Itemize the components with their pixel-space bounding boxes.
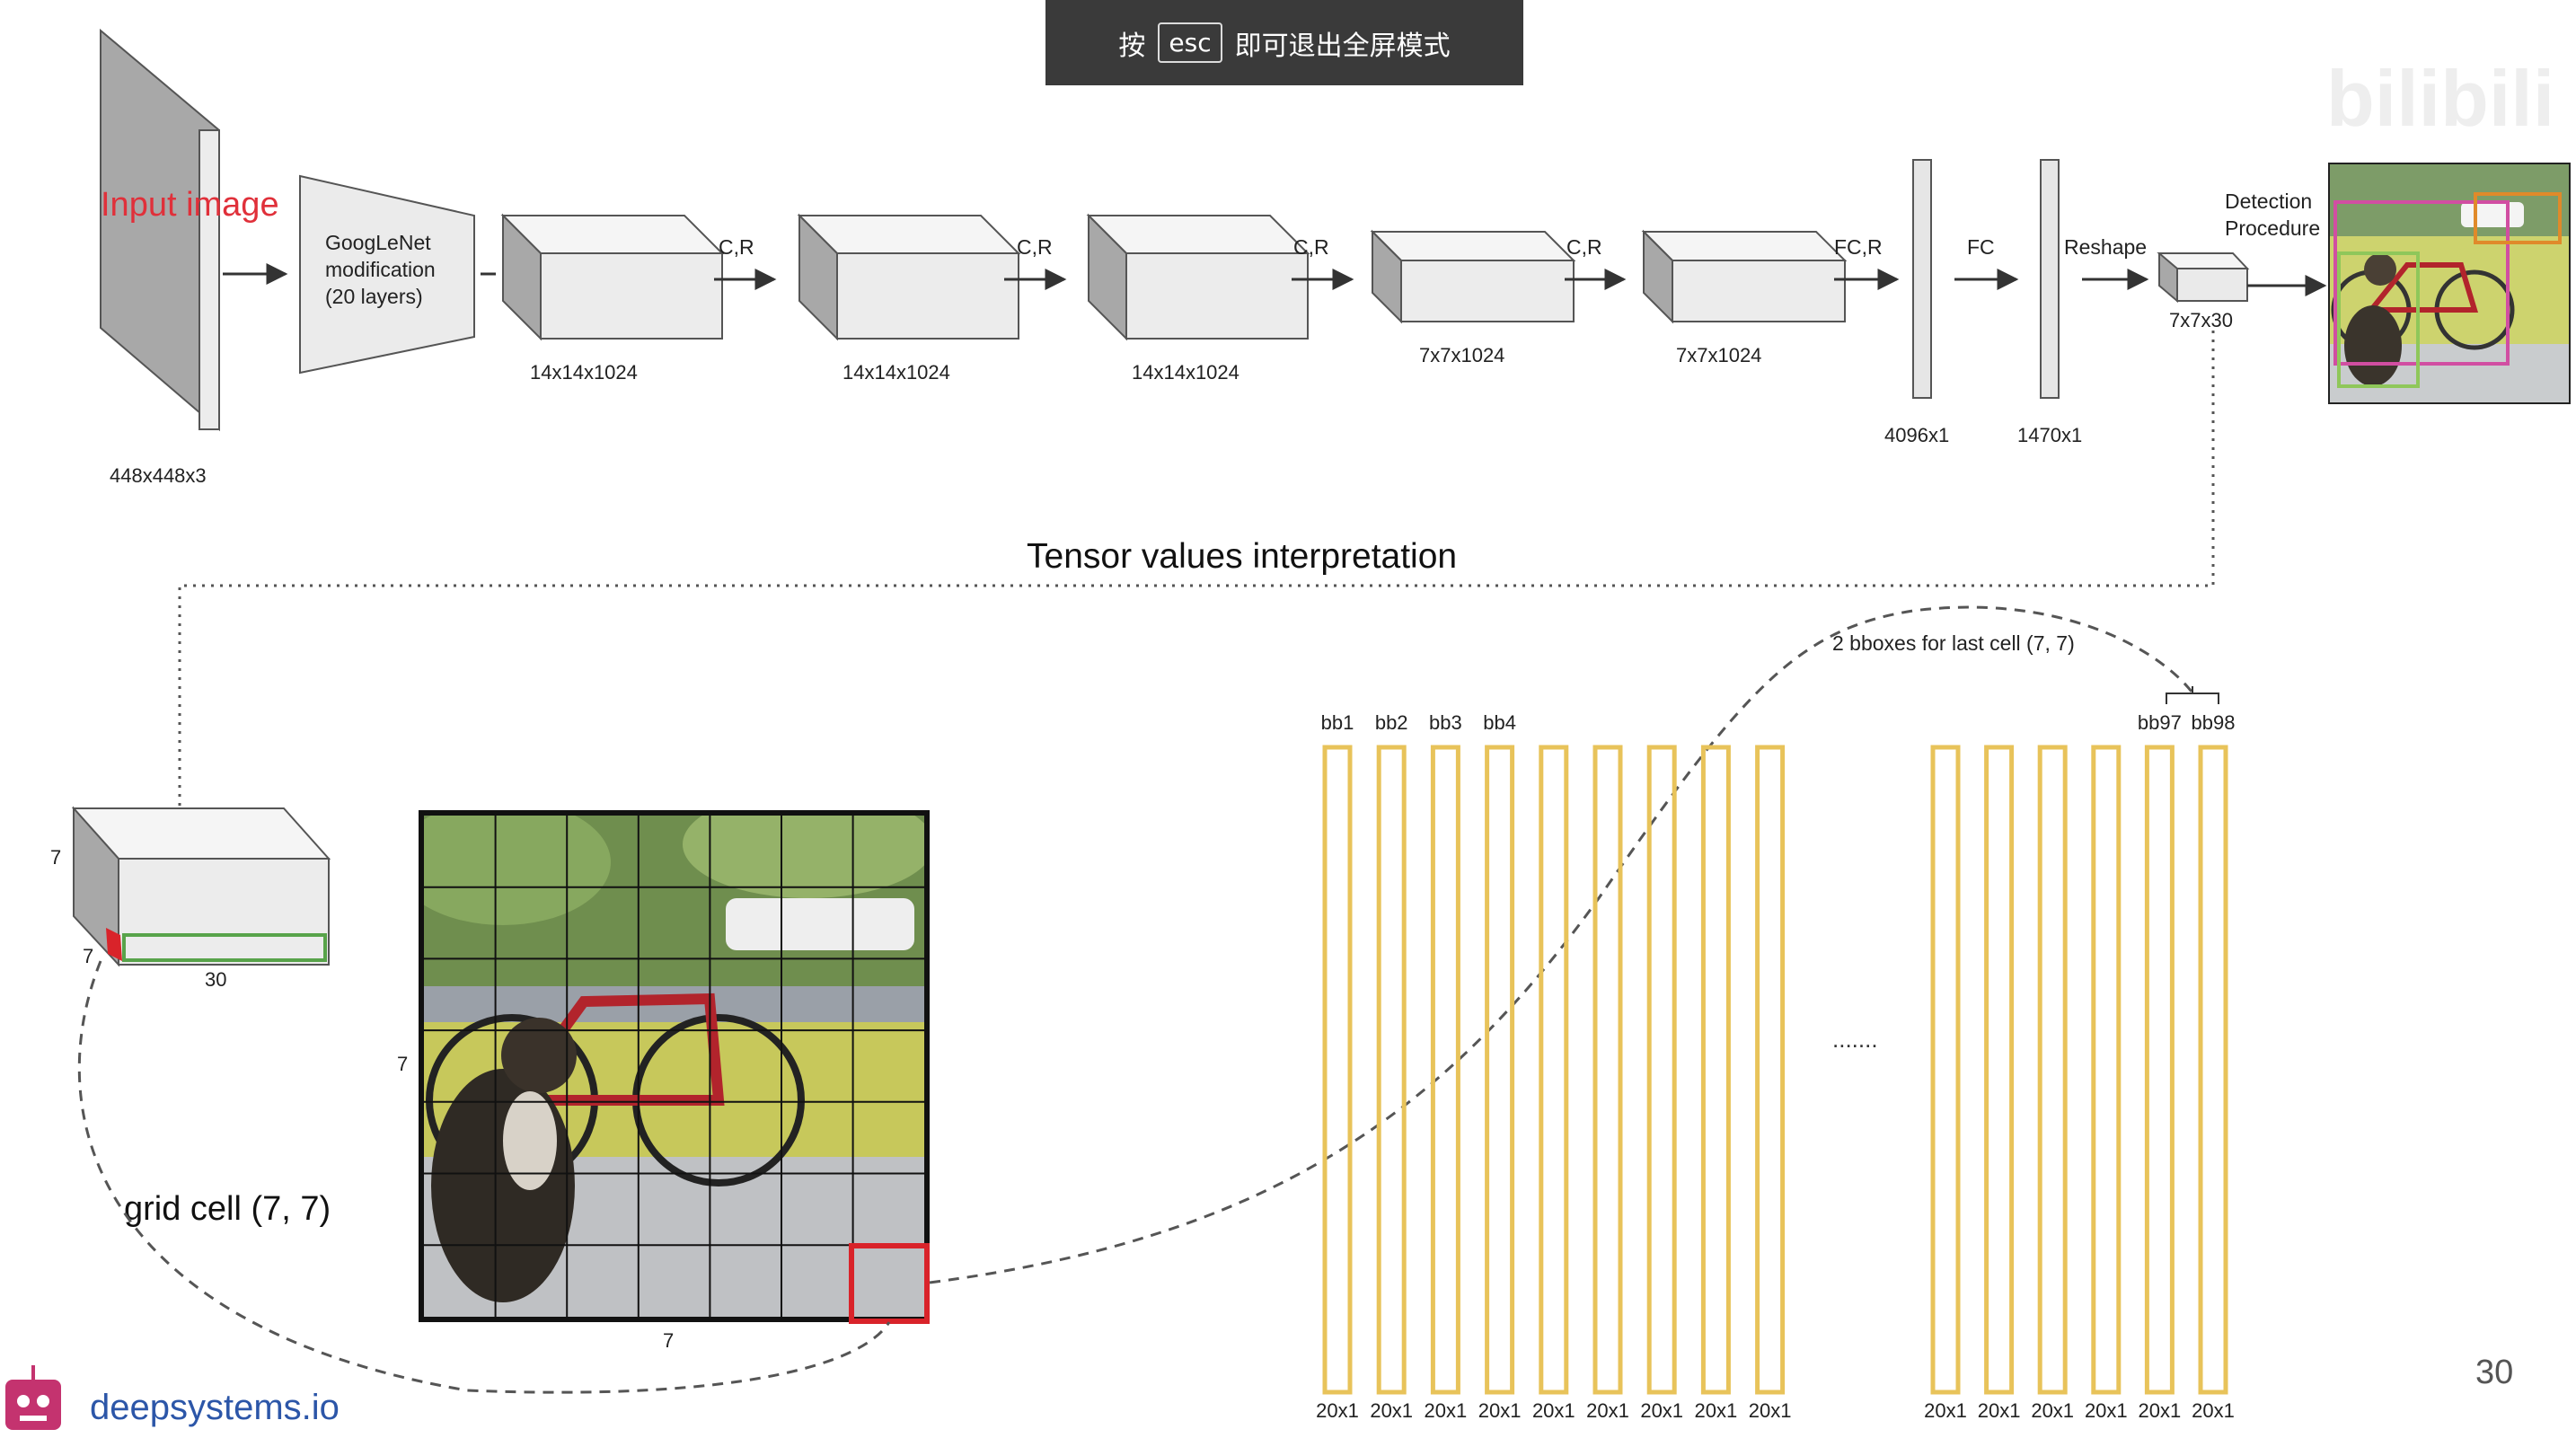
page-number: 30 [2475,1354,2513,1391]
gridded-input-photo [419,810,930,1324]
bbox-bar-name: bb2 [1375,711,1408,734]
bbox-tail-bar-size: 20x1 [2139,1399,2182,1422]
interpretation-title: Tensor values interpretation [1027,537,1457,576]
tensor-depth-label: 7 [83,945,93,967]
bbox-tail-bar-size: 20x1 [1978,1399,2021,1422]
bbox-bar-size: 20x1 [1478,1399,1522,1422]
grid-cell-curve [77,960,891,1394]
bbox-bar-size: 20x1 [1370,1399,1413,1422]
bbox-bar-size: 20x1 [1640,1399,1683,1422]
bbox-bar [1430,745,1460,1395]
backbone-line-3: (20 layers) [325,285,423,308]
bbox-tail-bar-name: bb97 [2138,711,2182,734]
bbox-tail-bar [1930,745,1961,1395]
bbox-tail-bar [2144,745,2175,1395]
bbox-note: 2 bboxes for last cell (7, 7) [1832,631,2075,655]
bars-ellipsis: ....... [1832,1026,1878,1053]
bbox-bar-size: 20x1 [1695,1399,1738,1422]
esc-key-hint[interactable]: esc [1158,22,1222,63]
bbox-tail-bar [2198,745,2228,1395]
bbox-tail-bar-size: 20x1 [2192,1399,2235,1422]
fc2-bar [2040,159,2060,399]
detection-result-thumbnail [2328,163,2571,404]
conv-block-size: 14x14x1024 [530,361,638,384]
banner-message: 即可退出全屏模式 [1234,30,1451,62]
banner-press: 按 [1118,30,1146,62]
op-label: C,R [719,235,754,259]
output-tensor [71,806,331,967]
bbox-bar [1592,745,1623,1395]
conv-block-3: 14x14x1024 [1086,213,1310,384]
op-label: C,R [1017,235,1053,259]
bbox-bar [1539,745,1569,1395]
reshape-box [2157,252,2250,304]
reshape-size: 7x7x30 [2169,309,2233,331]
bbox-bar [1322,745,1353,1395]
grid-bottom-label: 7 [663,1329,674,1352]
backbone-line-2: modification [325,258,436,281]
fullscreen-exit-banner: 按 esc 即可退出全屏模式 [1045,0,1523,85]
fc1-bar [1912,159,1932,399]
bbox-tail-bar-size: 20x1 [1924,1399,1967,1422]
conv-block-5: 7x7x1024 [1641,229,1848,366]
op-label: C,R [1293,235,1329,259]
bbox-tail-bar-name: bb98 [2192,711,2236,734]
bbox-bar [1755,745,1786,1395]
bbox-tail-bar-size: 20x1 [2085,1399,2128,1422]
bbox-tail-bar [2037,745,2068,1395]
bbox-bar-name: bb1 [1321,711,1354,734]
input-label: Input image [101,186,279,224]
conv-block-size: 7x7x1024 [1676,344,1761,366]
bbox-bar-name: bb4 [1483,711,1516,734]
bbox-tail-bar [1984,745,2015,1395]
bbox-tail-bar-size: 20x1 [2031,1399,2074,1422]
bbox-bracket [2166,686,2219,704]
tensor-height-label: 7 [50,846,61,869]
bbox-bar-size: 20x1 [1532,1399,1575,1422]
grid-cell-label: grid cell (7, 7) [124,1190,331,1228]
bbox-bar [1485,745,1515,1395]
bbox-bar [1376,745,1407,1395]
tensor-width-label: 30 [205,968,226,991]
bbox-bar [1700,745,1731,1395]
backbone-block: GoogLeNet modification (20 layers) [299,174,475,375]
conv-block-size: 14x14x1024 [1132,361,1239,384]
detection-line-2: Procedure [2225,216,2320,240]
conv-block-2: 14x14x1024 [797,213,1021,384]
bbox-bar-size: 20x1 [1586,1399,1629,1422]
op-label: FC,R [1834,235,1883,259]
watermark: bilibili [2326,54,2554,143]
bbox-bar-size: 20x1 [1316,1399,1359,1422]
bbox-bar-size: 20x1 [1749,1399,1792,1422]
conv-block-4: 7x7x1024 [1370,229,1576,366]
detection-line-1: Detection [2225,190,2312,213]
conv-block-size: 14x14x1024 [842,361,950,384]
bbox-bar-name: bb3 [1429,711,1462,734]
bbox-bar [1646,745,1677,1395]
op-label: C,R [1566,235,1602,259]
bbox-bar-size: 20x1 [1425,1399,1468,1422]
input-size: 448x448x3 [110,464,207,487]
fc1-size: 4096x1 [1884,424,1949,446]
fc2-size: 1470x1 [2017,424,2082,446]
conv-block-size: 7x7x1024 [1419,344,1504,366]
grid-side-label: 7 [397,1053,408,1075]
bbox-curve [929,605,2193,1284]
op-label: FC [1967,235,1995,259]
op-label: Reshape [2064,235,2147,259]
input-image-slab: Input image [100,28,279,432]
backbone-line-1: GoogLeNet [325,231,431,254]
conv-block-1: 14x14x1024 [500,213,725,384]
interpretation-connector [178,331,2215,808]
brand-name: deepsystems.io [90,1388,340,1427]
bbox-tail-bar [2091,745,2122,1395]
deepsystems-logo-icon [5,1365,61,1430]
